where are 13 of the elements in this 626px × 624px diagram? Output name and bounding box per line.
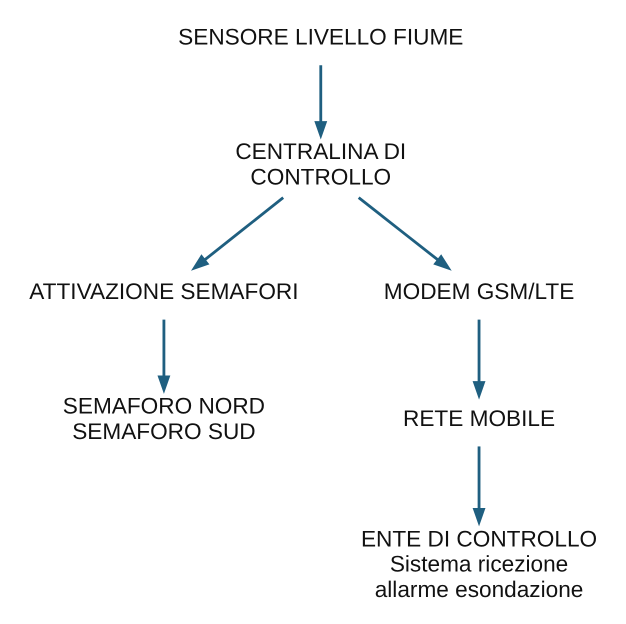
node-text: CENTRALINA DI CONTROLLO xyxy=(235,139,406,190)
node-text: SENSORE LIVELLO FIUME xyxy=(178,24,464,50)
arrow xyxy=(191,196,284,271)
arrow xyxy=(157,320,170,394)
arrow xyxy=(472,446,486,526)
arrow xyxy=(314,65,328,140)
node-text: MODEM GSM/LTE xyxy=(384,279,574,304)
node-text: ENTE DI CONTROLLO Sistema ricezione allarme esondazione xyxy=(360,526,598,602)
arrow xyxy=(358,196,452,271)
node-text: RETE MOBILE xyxy=(403,406,556,432)
arrow xyxy=(472,320,486,400)
node-text: ATTIVAZIONE SEMAFORI xyxy=(29,279,299,304)
node-text: SEMAFORO NORD SEMAFORO SUD xyxy=(62,393,266,444)
